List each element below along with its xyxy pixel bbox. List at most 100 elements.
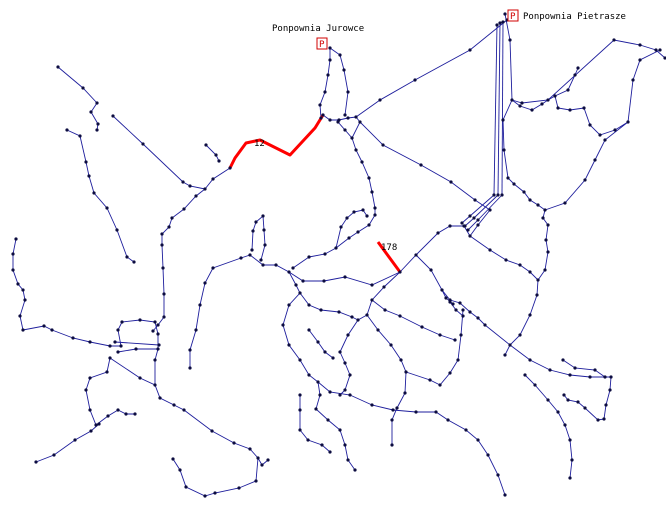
junction-node[interactable] xyxy=(319,308,323,312)
junction-node[interactable] xyxy=(503,493,507,497)
junction-node[interactable] xyxy=(536,278,540,282)
junction-node[interactable] xyxy=(518,333,522,337)
junction-node[interactable] xyxy=(111,114,115,118)
junction-node[interactable] xyxy=(170,216,174,220)
junction-node[interactable] xyxy=(71,336,75,340)
junction-node[interactable] xyxy=(343,443,347,447)
junction-node[interactable] xyxy=(502,148,506,152)
pipe[interactable] xyxy=(319,48,331,119)
junction-node[interactable] xyxy=(134,347,138,351)
junction-node[interactable] xyxy=(352,210,356,214)
junction-node[interactable] xyxy=(518,263,522,267)
pipe[interactable] xyxy=(504,279,539,356)
junction-node[interactable] xyxy=(198,303,202,307)
highlighted-pipe-178[interactable] xyxy=(376,241,402,273)
junction-node[interactable] xyxy=(281,323,285,327)
pipe[interactable] xyxy=(467,194,503,231)
junction-node[interactable] xyxy=(464,428,468,432)
junction-node[interactable] xyxy=(314,407,318,411)
junction-node[interactable] xyxy=(178,468,182,472)
junction-node[interactable] xyxy=(328,118,332,122)
pipe[interactable] xyxy=(371,299,456,341)
junction-node[interactable] xyxy=(454,308,458,312)
junction-node[interactable] xyxy=(530,108,534,112)
junction-node[interactable] xyxy=(307,373,311,377)
junction-node[interactable] xyxy=(116,350,120,354)
junction-node[interactable] xyxy=(337,310,341,314)
junction-node[interactable] xyxy=(343,275,347,279)
junction-node[interactable] xyxy=(566,88,570,92)
junction-node[interactable] xyxy=(588,375,592,379)
junction-node[interactable] xyxy=(328,390,332,394)
junction-node[interactable] xyxy=(596,418,600,422)
junction-node[interactable] xyxy=(88,408,92,412)
pipe[interactable] xyxy=(355,19,508,118)
junction-node[interactable] xyxy=(568,476,572,480)
junction-node[interactable] xyxy=(556,106,560,110)
junction-node[interactable] xyxy=(420,325,424,329)
junction-node[interactable] xyxy=(133,412,137,416)
pipe[interactable] xyxy=(308,329,334,359)
junction-node[interactable] xyxy=(468,214,472,218)
pipe[interactable] xyxy=(405,309,464,386)
junction-node[interactable] xyxy=(573,366,577,370)
junction-node[interactable] xyxy=(528,198,532,202)
pipe[interactable] xyxy=(464,194,499,227)
pipe[interactable] xyxy=(189,254,290,368)
pipe[interactable] xyxy=(288,271,401,286)
junction-node[interactable] xyxy=(194,328,198,332)
junction-node[interactable] xyxy=(141,142,145,146)
junction-node[interactable] xyxy=(486,453,490,457)
junction-node[interactable] xyxy=(88,376,92,380)
junction-node[interactable] xyxy=(84,160,88,164)
pipe[interactable] xyxy=(66,129,135,263)
pump-station-pietrasze[interactable]: P Ponpownia Pietrasze xyxy=(507,9,626,22)
junction-node[interactable] xyxy=(663,56,666,60)
junction-node[interactable] xyxy=(119,344,123,348)
pipe[interactable] xyxy=(554,95,585,111)
junction-node[interactable] xyxy=(561,358,565,362)
junction-node[interactable] xyxy=(553,94,557,98)
junction-node[interactable] xyxy=(540,102,544,106)
pipe[interactable] xyxy=(337,121,376,209)
junction-node[interactable] xyxy=(528,313,532,317)
junction-node[interactable] xyxy=(211,266,215,270)
junction-node[interactable] xyxy=(158,396,162,400)
junction-node[interactable] xyxy=(609,375,613,379)
pipe[interactable] xyxy=(299,395,331,453)
junction-node[interactable] xyxy=(370,298,374,302)
junction-node[interactable] xyxy=(382,285,386,289)
junction-node[interactable] xyxy=(613,128,617,132)
junction-node[interactable] xyxy=(523,373,527,377)
junction-node[interactable] xyxy=(217,159,221,163)
junction-node[interactable] xyxy=(395,406,399,410)
junction-node[interactable] xyxy=(588,123,592,127)
junction-node[interactable] xyxy=(496,473,500,477)
junction-node[interactable] xyxy=(42,324,46,328)
junction-node[interactable] xyxy=(331,356,335,360)
junction-node[interactable] xyxy=(323,350,327,354)
junction-node[interactable] xyxy=(263,243,267,247)
junction-node[interactable] xyxy=(512,182,516,186)
junction-node[interactable] xyxy=(254,479,258,483)
junction-node[interactable] xyxy=(287,343,291,347)
junction-node[interactable] xyxy=(343,361,347,365)
junction-node[interactable] xyxy=(250,248,254,252)
junction-node[interactable] xyxy=(266,458,270,462)
junction-node[interactable] xyxy=(105,370,109,374)
junction-node[interactable] xyxy=(346,90,350,94)
pipe[interactable] xyxy=(85,357,135,426)
junction-node[interactable] xyxy=(298,428,302,432)
junction-node[interactable] xyxy=(84,388,88,392)
junction-node[interactable] xyxy=(367,176,371,180)
junction-node[interactable] xyxy=(350,136,354,140)
junction-node[interactable] xyxy=(120,320,124,324)
junction-node[interactable] xyxy=(182,207,186,211)
junction-node[interactable] xyxy=(94,423,98,427)
junction-node[interactable] xyxy=(543,208,547,212)
junction-node[interactable] xyxy=(404,370,408,374)
junction-node[interactable] xyxy=(381,143,385,147)
junction-node[interactable] xyxy=(603,138,607,142)
junction-node[interactable] xyxy=(506,176,510,180)
pipe[interactable] xyxy=(152,188,206,332)
